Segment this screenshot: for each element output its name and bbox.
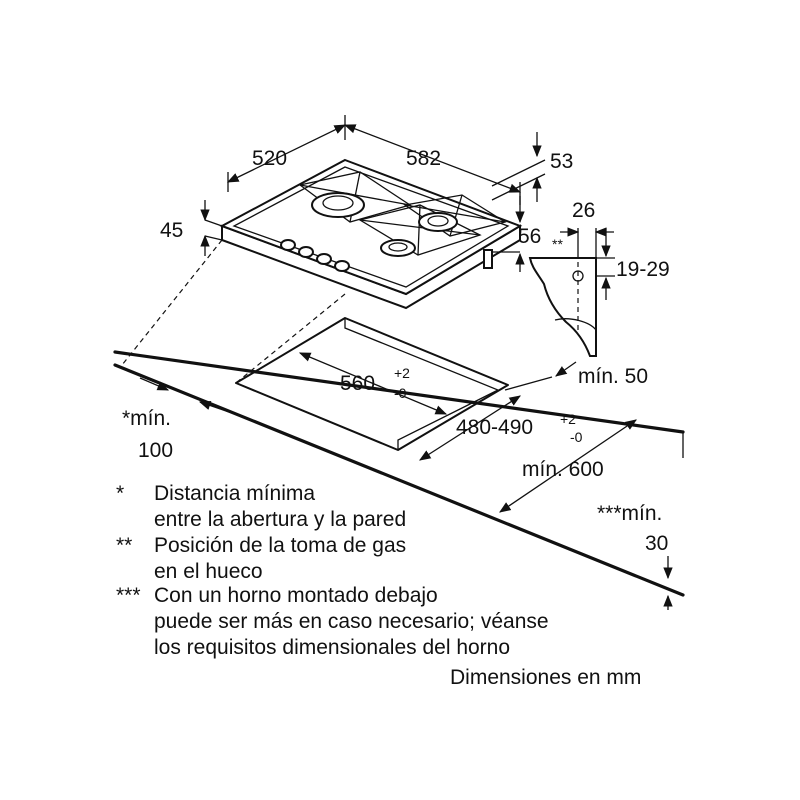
note-1-mark: * — [116, 482, 124, 505]
dim-520: 520 — [226, 115, 347, 192]
burner-medium — [418, 212, 458, 232]
dim-26: 26 — [560, 199, 614, 258]
gas-connection — [483, 249, 493, 269]
note-1-line-2: entre la abertura y la pared — [154, 508, 406, 531]
dim-19-29-label: 19-29 — [616, 258, 670, 281]
dim-560-tol-minus: -0 — [394, 385, 407, 401]
footnotes: * Distancia mínima entre la abertura y l… — [116, 482, 641, 689]
dim-480-490-tol-minus: -0 — [570, 429, 583, 445]
dim-560-tol-plus: +2 — [394, 365, 410, 381]
dim-560-label: 560 — [340, 372, 375, 395]
dim-min-30: ***mín. 30 — [597, 502, 673, 610]
dim-56: 56 ** — [492, 196, 563, 272]
dim-min-600-label: mín. 600 — [522, 458, 604, 481]
dim-min-50: mín. 50 — [504, 361, 648, 391]
note-3-line-1: Con un horno montado debajo — [154, 584, 438, 607]
dim-min-30-value: 30 — [645, 532, 668, 555]
note-1-line-1: Distancia mínima — [154, 482, 315, 505]
note-3-line-3: los requisitos dimensionales del horno — [154, 636, 510, 659]
hob-drawing — [219, 158, 523, 310]
dim-56-label: 56 — [518, 225, 541, 248]
dim-min-600: mín. 600 — [499, 419, 637, 513]
dim-min-100: *mín. 100 — [122, 377, 233, 462]
dim-min-100-value: 100 — [138, 439, 173, 462]
dim-45-label: 45 — [160, 219, 183, 242]
note-3-line-2: puede ser más en caso necesario; véanse — [154, 610, 549, 633]
dim-min-50-label: mín. 50 — [578, 365, 648, 388]
dim-480-490-tol-plus: +2 — [560, 411, 576, 427]
units-note: Dimensiones en mm — [450, 666, 641, 689]
burner-small — [380, 239, 416, 257]
dim-560: 560 +2 -0 — [298, 352, 448, 415]
note-2-line-2: en el hueco — [154, 560, 263, 583]
dim-min-30-label: ***mín. — [597, 502, 662, 525]
burner-large — [311, 192, 365, 218]
dim-56-marker: ** — [552, 236, 563, 252]
control-knobs — [280, 239, 350, 272]
note-3-mark: *** — [116, 584, 141, 607]
dim-520-label: 520 — [252, 147, 287, 170]
note-2-mark: ** — [116, 534, 132, 557]
dim-480-490-label: 480-490 — [456, 416, 533, 439]
note-2-line-1: Posición de la toma de gas — [154, 534, 406, 557]
dim-26-label: 26 — [572, 199, 595, 222]
dim-53-label: 53 — [550, 150, 573, 173]
dim-19-29: 19-29 — [596, 228, 670, 300]
dim-53: 53 — [491, 132, 573, 202]
dim-582-label: 582 — [406, 147, 441, 170]
dim-min-100-label: *mín. — [122, 407, 171, 430]
clamp-bracket — [528, 257, 615, 357]
dim-45: 45 — [160, 200, 223, 256]
